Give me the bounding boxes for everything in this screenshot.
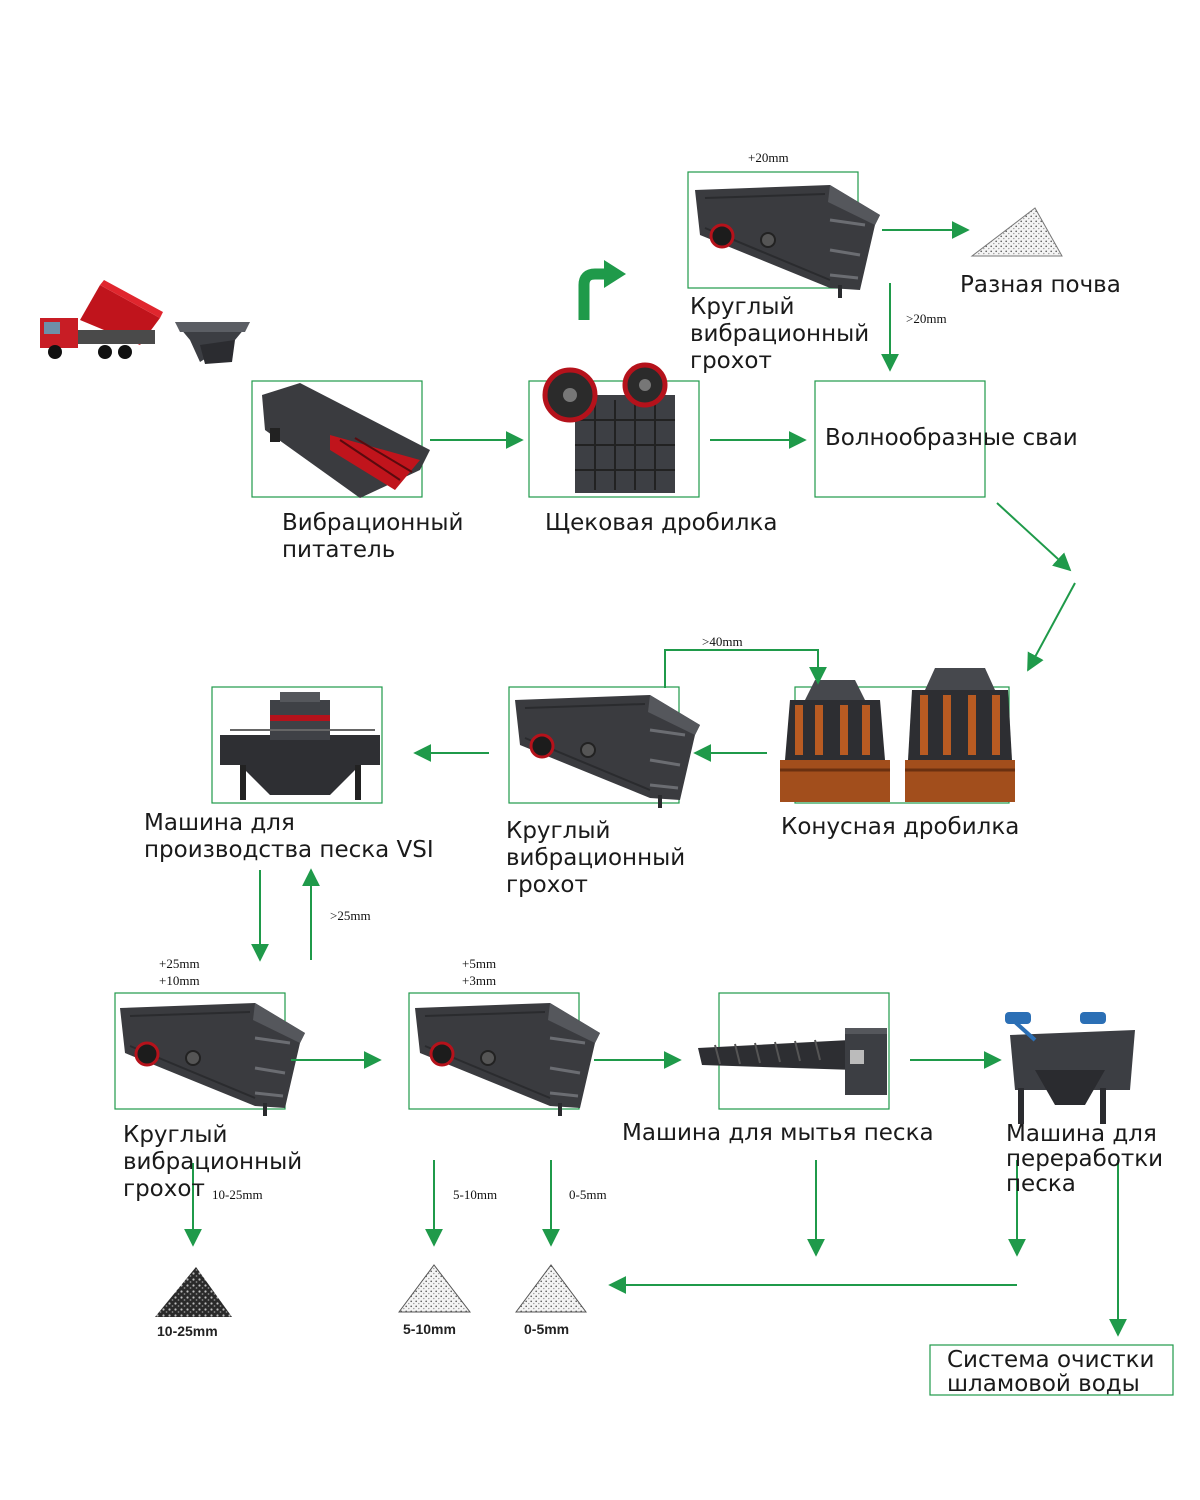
jaw-crusher-label: Щековая дробилка [545, 510, 778, 536]
dump-truck-icon [40, 280, 163, 359]
vsi-frame [211, 686, 383, 804]
pile-10-25 [155, 1267, 232, 1317]
misc-soil-label: Разная почва [960, 272, 1121, 298]
screen-mid-label: Круглый вибрационный грохот [506, 818, 686, 898]
sand-washer-machine [698, 1028, 887, 1095]
cone-crusher-machine [780, 668, 1015, 802]
hopper-icon [175, 322, 250, 364]
cone-crusher-label: Конусная дробилка [781, 814, 1020, 840]
size-screen-b1-out: +25mm +10mm [159, 956, 200, 988]
size-vsi-plus25: >25mm [330, 908, 371, 923]
screen-b2-machine [413, 1001, 602, 1118]
vsi-label: Машина для производства песка VSI [144, 810, 434, 863]
slurry-system-frame [929, 1344, 1174, 1396]
jaw-crusher-machine [542, 362, 675, 493]
feeder-machine [262, 383, 430, 498]
pile-10-25-label: 10-25mm [157, 1323, 218, 1339]
screen-b1-machine [118, 1001, 307, 1118]
screen-mid-machine [513, 693, 702, 810]
turn-arrow-icon [578, 260, 626, 320]
screen-bottom-label: Круглый вибрационный грохот [123, 1122, 303, 1202]
size-out-10-25: 10-25mm [212, 1187, 263, 1202]
size-mid-plus40: >40mm [702, 634, 743, 649]
screen-top-label: Круглый вибрационный грохот [690, 294, 870, 374]
size-top-minus20: >20mm [906, 311, 947, 326]
pile-0-5 [515, 1264, 587, 1313]
size-out-0-5: 0-5mm [569, 1187, 607, 1202]
pile-5-10-label: 5-10mm [403, 1321, 456, 1337]
screen-top-machine [693, 183, 882, 300]
flow-arrows [184, 221, 1127, 1337]
vibrating-feeder-label: Вибрационный питатель [282, 510, 464, 563]
pile-0-5-label: 0-5mm [524, 1321, 570, 1337]
wave-piles-frame [814, 380, 986, 498]
size-out-5-10: 5-10mm [453, 1187, 498, 1202]
misc-soil-pile [970, 207, 1063, 257]
sand-washer-label: Машина для мытья песка [622, 1120, 934, 1146]
sand-recycler-machine [1005, 1012, 1135, 1124]
size-screen-b2-out: +5mm +3mm [462, 956, 497, 988]
pile-5-10 [398, 1264, 472, 1313]
size-top-plus20: +20mm [748, 150, 789, 165]
vsi-machine [220, 692, 380, 800]
feeder-frame [251, 380, 423, 498]
sand-recycler-label: Машина для переработки песка [1006, 1121, 1164, 1197]
slurry-system-label: Система очистки шламовой воды [947, 1347, 1155, 1397]
jaw-crusher-frame [528, 380, 700, 498]
wave-piles-label: Волнообразные сваи [825, 425, 1078, 451]
